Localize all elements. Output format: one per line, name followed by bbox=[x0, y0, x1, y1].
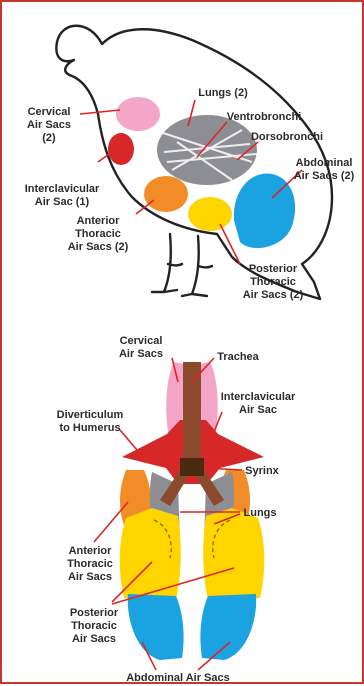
label-anterior-top-1: Anterior bbox=[77, 215, 121, 227]
label-posterior-top-3: Air Sacs (2) bbox=[243, 289, 304, 301]
label-abdominal-1: Abdominal bbox=[296, 157, 353, 169]
leader-b-diverticulum bbox=[120, 430, 137, 450]
label-b-posterior-3: Air Sacs bbox=[72, 633, 116, 645]
ventral-view: Cervical Air Sacs Trachea Interclavicula… bbox=[57, 335, 296, 684]
label-interclavicular-2: Air Sac (1) bbox=[35, 196, 90, 208]
label-lungs-top: Lungs (2) bbox=[198, 87, 248, 99]
trachea-tube bbox=[183, 362, 201, 462]
label-abdominal-2: Air Sacs (2) bbox=[294, 170, 355, 182]
label-b-posterior-2: Thoracic bbox=[71, 620, 117, 632]
syrinx bbox=[180, 458, 204, 476]
label-b-cervical-2: Air Sacs bbox=[119, 348, 163, 360]
label-b-anterior-3: Air Sacs bbox=[68, 571, 112, 583]
label-b-lungs: Lungs bbox=[244, 507, 277, 519]
anterior-thoracic-air-sac bbox=[144, 176, 188, 212]
interclavicular-air-sac bbox=[108, 133, 134, 165]
label-b-syrinx: Syrinx bbox=[245, 465, 280, 477]
label-b-anterior-1: Anterior bbox=[69, 545, 113, 557]
label-dorsobronchi: Dorsobronchi bbox=[251, 131, 323, 143]
label-ventrobronchi: Ventrobronchi bbox=[227, 111, 302, 123]
label-posterior-top-1: Posterior bbox=[249, 263, 298, 275]
label-cervical-2: Air Sacs bbox=[27, 119, 71, 131]
label-b-interclavicular-2: Air Sac bbox=[239, 404, 277, 416]
label-anterior-top-2: Thoracic bbox=[75, 228, 121, 240]
label-b-diverticulum-1: Diverticulum bbox=[57, 409, 124, 421]
label-interclavicular-1: Interclavicular bbox=[25, 183, 100, 195]
bird-leg-left bbox=[152, 234, 182, 292]
bird-leg-right bbox=[182, 236, 212, 296]
leader-cervical bbox=[80, 110, 120, 114]
abdominal-air-sac-left bbox=[128, 594, 184, 660]
cervical-air-sac bbox=[116, 97, 160, 131]
label-b-trachea: Trachea bbox=[217, 351, 259, 363]
label-anterior-top-3: Air Sacs (2) bbox=[68, 241, 129, 253]
label-b-anterior-2: Thoracic bbox=[67, 558, 113, 570]
posterior-thoracic-right bbox=[203, 508, 264, 600]
label-cervical-1: Cervical bbox=[28, 106, 71, 118]
label-b-interclavicular-1: Interclavicular bbox=[221, 391, 296, 403]
label-b-cervical-1: Cervical bbox=[120, 335, 163, 347]
label-posterior-top-2: Thoracic bbox=[250, 276, 296, 288]
label-b-abdominal: Abdominal Air Sacs bbox=[126, 672, 230, 684]
abdominal-air-sac-right bbox=[200, 594, 256, 660]
label-b-diverticulum-2: to Humerus bbox=[59, 422, 120, 434]
posterior-thoracic-air-sac bbox=[188, 197, 232, 231]
bird-side-view: Cervical Air Sacs (2) Lungs (2) Ventrobr… bbox=[25, 26, 355, 301]
label-b-posterior-1: Posterior bbox=[70, 607, 119, 619]
label-cervical-3: (2) bbox=[42, 132, 56, 144]
